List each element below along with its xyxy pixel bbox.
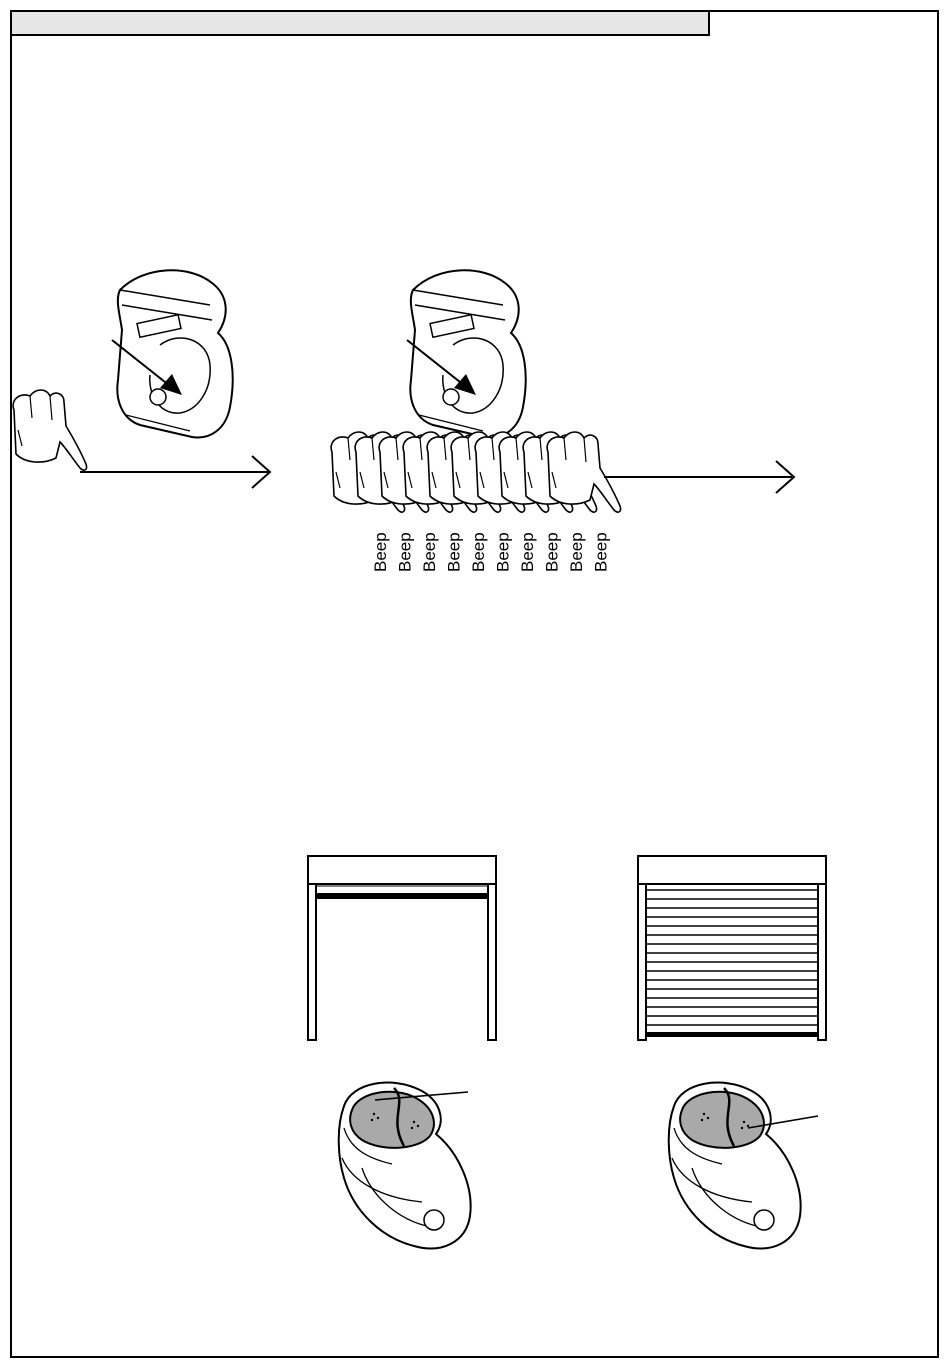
pointing-hand-icon — [13, 390, 86, 470]
right-arrow-icon — [604, 461, 794, 493]
remote-control-icon — [669, 1083, 801, 1249]
remote-control-icon — [339, 1083, 471, 1249]
beep-label: Beep — [494, 532, 513, 572]
beep-label: Beep — [592, 532, 611, 572]
beep-label: Beep — [469, 532, 488, 572]
open-shutter-door-icon — [308, 856, 496, 1040]
beep-label: Beep — [543, 532, 562, 572]
pointing-hand-icon — [547, 432, 620, 512]
beep-label: Beep — [396, 532, 415, 572]
receiver-unit-icon — [117, 270, 232, 437]
beep-labels: Beep Beep Beep Beep Beep Beep Beep Beep Beep Beep — [371, 532, 611, 572]
pressing-hands-sequence — [331, 432, 620, 512]
closed-shutter-door-icon — [638, 856, 826, 1040]
beep-label: Beep — [371, 532, 390, 572]
beep-label: Beep — [567, 532, 586, 572]
beep-label: Beep — [518, 532, 537, 572]
beep-label: Beep — [445, 532, 464, 572]
beep-label: Beep — [420, 532, 439, 572]
receiver-unit-icon — [410, 270, 525, 437]
right-arrow-icon — [80, 456, 270, 488]
